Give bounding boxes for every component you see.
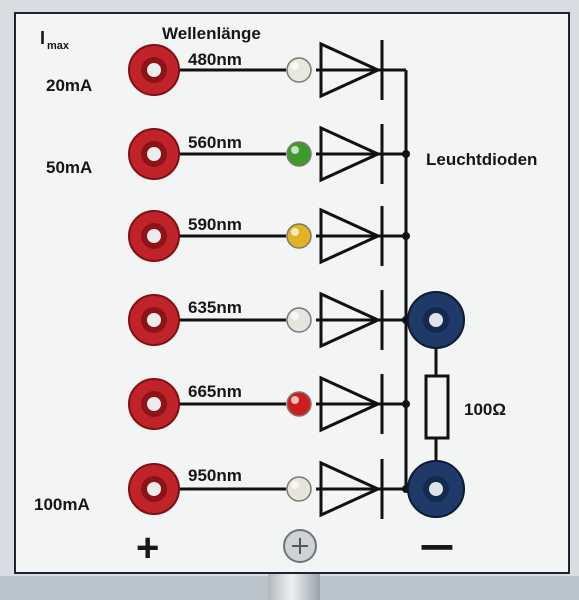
led-2 (286, 223, 312, 249)
current-label-100ma: 100mA (34, 495, 90, 514)
socket-hole (147, 229, 161, 243)
wavelength-label-590: 590nm (188, 215, 242, 234)
leuchtdioden-label: Leuchtdioden (426, 150, 538, 169)
wavelength-label-665: 665nm (188, 382, 242, 401)
resistor-symbol (424, 374, 450, 440)
led-1 (286, 141, 312, 167)
current-label-50ma: 50mA (46, 158, 93, 177)
led-highlight (291, 62, 299, 70)
socket-hole (429, 482, 443, 496)
current-label-20ma: 20mA (46, 76, 93, 95)
led-highlight (291, 481, 299, 489)
diode-triangle (319, 291, 382, 349)
imax-subscript: max (47, 40, 70, 52)
socket-hole (429, 313, 443, 327)
diode-triangle (319, 460, 382, 518)
resistor-label: 100Ω (464, 400, 506, 419)
led-0 (286, 57, 312, 83)
diode-triangle (319, 41, 382, 99)
diode-triangle (319, 375, 382, 433)
circuit-diagram (128, 40, 465, 563)
led-highlight (291, 396, 299, 404)
led-5 (286, 476, 312, 502)
imax-main: I (40, 28, 46, 48)
led-highlight (291, 228, 299, 236)
led-4 (286, 391, 312, 417)
wavelength-label-950: 950nm (188, 466, 242, 485)
led-highlight (291, 312, 299, 320)
wavelength-heading: Wellenlänge (162, 24, 261, 43)
led-3 (286, 307, 312, 333)
junction-dot (402, 232, 410, 240)
socket-hole (147, 397, 161, 411)
diode-triangle (319, 207, 382, 265)
wavelength-label-635: 635nm (188, 298, 242, 317)
wavelength-label-480: 480nm (188, 50, 242, 69)
led-highlight (291, 146, 299, 154)
socket-hole (147, 313, 161, 327)
socket-hole (147, 147, 161, 161)
minus-symbol: − (418, 523, 455, 572)
socket-hole (147, 482, 161, 496)
junction-dot (402, 400, 410, 408)
wavelength-label-560: 560nm (188, 133, 242, 152)
diode-triangle (319, 125, 382, 183)
plus-symbol: + (136, 526, 160, 570)
junction-dot (402, 150, 410, 158)
socket-hole (147, 63, 161, 77)
